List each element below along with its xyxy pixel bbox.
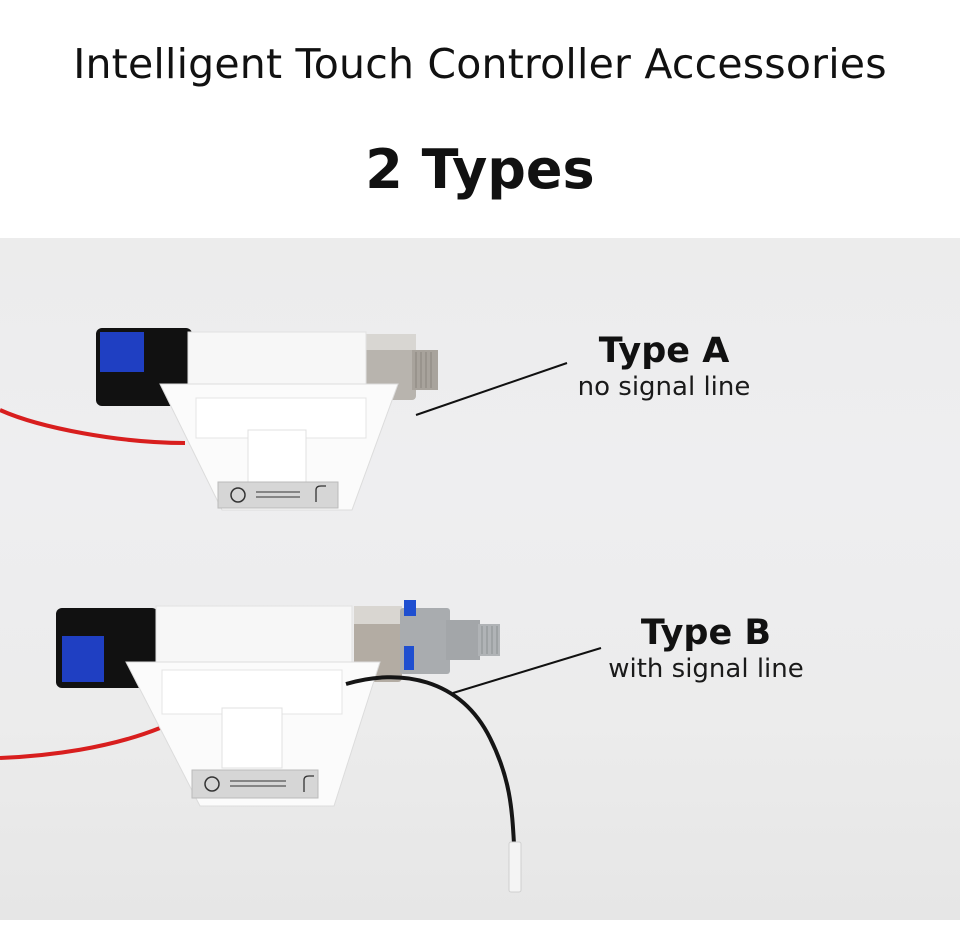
type-a-callout: Type A no signal line xyxy=(560,332,768,404)
solenoid-blue-cap-icon xyxy=(100,332,144,372)
solenoid-blue-cap-icon xyxy=(62,636,104,682)
label-plate-icon xyxy=(191,769,319,799)
type-b-device xyxy=(0,600,602,893)
type-b-name: Type B xyxy=(640,613,772,653)
type-b-description: with signal line xyxy=(608,653,804,684)
page-subtitle: 2 Types xyxy=(365,138,595,201)
type-b-leader-line xyxy=(452,647,602,694)
type-a-leader-line xyxy=(415,362,568,416)
type-b-callout: Type B with signal line xyxy=(588,614,824,686)
type-a-name: Type A xyxy=(598,331,730,371)
page-title: Intelligent Touch Controller Accessories xyxy=(73,40,887,88)
product-photo: Type A no signal line Type B with signal… xyxy=(0,238,960,920)
product-illustration xyxy=(0,328,602,893)
signal-wire-icon xyxy=(345,675,516,845)
red-wire-icon xyxy=(0,726,161,760)
red-wire-icon xyxy=(0,408,186,445)
wire-terminal-icon xyxy=(508,841,522,893)
type-a-description: no signal line xyxy=(577,371,751,402)
type-a-device xyxy=(0,328,568,511)
